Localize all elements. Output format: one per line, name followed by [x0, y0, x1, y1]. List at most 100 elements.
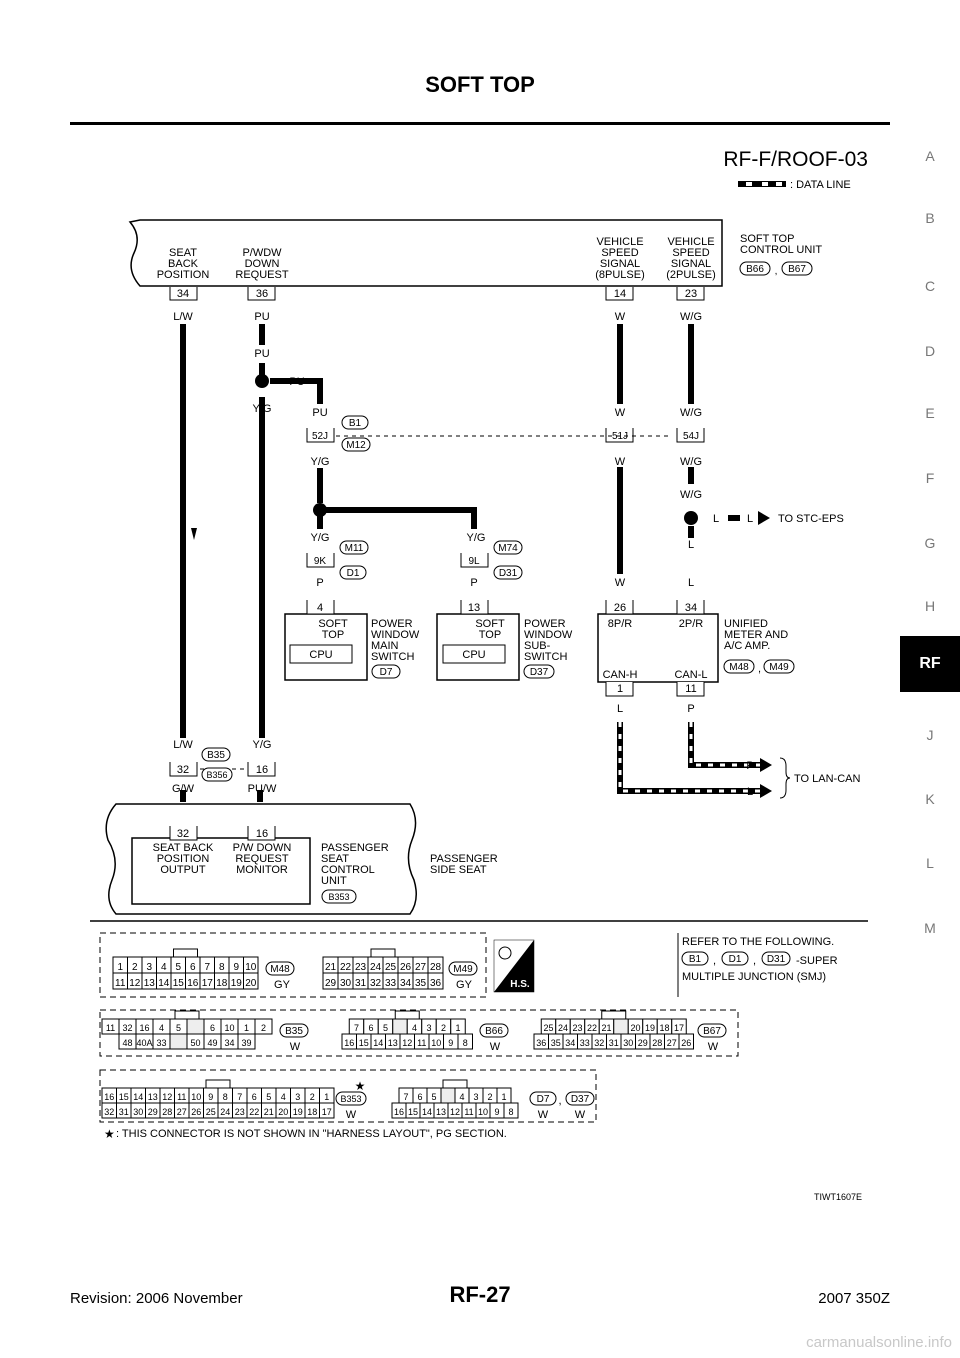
- pin-number: 6: [368, 1023, 373, 1033]
- pin-cell: [254, 1018, 273, 1035]
- pin-number: 3: [473, 1092, 478, 1102]
- pin-number: 24: [370, 962, 382, 973]
- pin-cell: [237, 1033, 256, 1050]
- pin-number: 19: [231, 978, 243, 989]
- tab-h[interactable]: H: [924, 598, 936, 614]
- conn-b67-ref: B67: [788, 264, 806, 275]
- connector-latch: [601, 1010, 627, 1020]
- pin-cell: [392, 1018, 408, 1035]
- header-rule: [70, 122, 890, 125]
- term-36-label-2: DOWN: [245, 258, 280, 270]
- psu-monitor-3: MONITOR: [236, 864, 288, 876]
- pin-number: 12: [402, 1038, 412, 1048]
- power-window-main-switch: 4 SOFT TOP CPU POWER WINDOW MAIN SWITCH …: [284, 600, 420, 681]
- pin-number: 32: [370, 978, 382, 989]
- pin-number: 8: [463, 1038, 468, 1048]
- d37-color: W: [575, 1109, 586, 1121]
- sub-switch-n2: WINDOW: [524, 629, 573, 641]
- pin-number: 29: [148, 1107, 158, 1117]
- tab-e[interactable]: E: [925, 405, 935, 421]
- passenger-seat-control-unit: 32 16 SEAT BACK POSITION OUTPUT P/W DOWN…: [105, 803, 498, 915]
- connector-latch: [174, 1010, 200, 1020]
- pin-number: 15: [359, 1038, 369, 1048]
- pin-number: 16: [394, 1107, 404, 1117]
- pin-number: 26: [681, 1038, 691, 1048]
- pin-number: 33: [580, 1038, 590, 1048]
- conn-b66-ref: B66: [746, 264, 764, 275]
- tab-b[interactable]: B: [925, 210, 935, 226]
- pin-number: 17: [202, 978, 214, 989]
- control-unit-name-1: SOFT TOP: [740, 233, 794, 245]
- tab-m[interactable]: M: [924, 920, 936, 936]
- psu-pin-16: 16: [256, 828, 268, 840]
- psu-output-2: POSITION: [157, 853, 210, 865]
- psu-conn-b353: B353: [328, 892, 349, 902]
- b35-pin-16: 16: [256, 764, 268, 776]
- pin-number: 2: [441, 1023, 446, 1033]
- wire-wg-3: W/G: [680, 456, 702, 468]
- psu-pin-32: 32: [177, 828, 189, 840]
- sub-switch-l1: SOFT: [475, 618, 505, 630]
- pin-number: 4: [159, 1023, 164, 1033]
- connector-latch: [173, 948, 198, 958]
- pin-number: 4: [412, 1023, 417, 1033]
- wire-pu-3: PU: [312, 407, 327, 419]
- pin-cell: [613, 1018, 629, 1035]
- pin-number: 4: [459, 1092, 464, 1102]
- wire-p-lan: P: [746, 760, 753, 772]
- to-stc-eps: TO STC-EPS: [778, 513, 844, 525]
- sub-switch-cpu: CPU: [462, 649, 485, 661]
- b66-color: W: [490, 1041, 501, 1053]
- wire-w-4: W: [615, 577, 626, 589]
- pin-number: 9: [208, 1092, 213, 1102]
- unified-meter-ac-amp: 26 34 1 11 8P/R 2P/R CAN-H CAN-L UNIFIED…: [597, 600, 795, 697]
- pin-number: 15: [119, 1092, 129, 1102]
- wire-yg-4: Y/G: [467, 532, 486, 544]
- pin-number: 49: [207, 1038, 217, 1048]
- conn-m12: M12: [346, 440, 366, 451]
- term-14-label-4: (8PULSE): [595, 269, 645, 281]
- tab-k[interactable]: K: [925, 791, 935, 807]
- pin-number: 21: [325, 962, 337, 973]
- pin-number: 1: [117, 962, 123, 973]
- m49-color: GY: [456, 979, 473, 991]
- lan-brace: [779, 757, 791, 799]
- b353-star: ★: [355, 1079, 366, 1093]
- tab-g[interactable]: G: [924, 535, 936, 551]
- connector-latch: [442, 1079, 468, 1089]
- term-36-label-1: P/WDW: [242, 247, 282, 259]
- pin-number: 29: [325, 978, 337, 989]
- b35-label: B35: [285, 1026, 303, 1037]
- tab-a[interactable]: A: [925, 148, 935, 164]
- tab-j[interactable]: J: [926, 727, 934, 743]
- tab-d[interactable]: D: [924, 343, 936, 359]
- pin-number: 35: [551, 1038, 561, 1048]
- pin-number: 34: [224, 1038, 234, 1048]
- footnote-text: : THIS CONNECTOR IS NOT SHOWN IN "HARNES…: [116, 1128, 507, 1140]
- pin-number: 25: [385, 962, 397, 973]
- pin-number: 13: [148, 1092, 158, 1102]
- pin-number: 16: [344, 1038, 354, 1048]
- pin-number: 4: [161, 962, 167, 973]
- wires: [180, 324, 740, 802]
- pin-number: 19: [293, 1107, 303, 1117]
- tab-l[interactable]: L: [926, 855, 934, 871]
- meter-can-h: CAN-H: [603, 669, 638, 681]
- wire-yg-1: Y/G: [253, 403, 272, 415]
- pin-cell: [319, 1102, 335, 1119]
- junction-52j: 52J: [312, 431, 328, 442]
- pin-number: 31: [609, 1038, 619, 1048]
- pin-number: 34: [565, 1038, 575, 1048]
- meter-pin-34: 34: [685, 602, 697, 614]
- tab-c[interactable]: C: [924, 278, 936, 294]
- tab-f[interactable]: F: [925, 470, 935, 486]
- junction-51j: 51J: [612, 431, 628, 442]
- pin-number: 1: [455, 1023, 460, 1033]
- term-23-label-2: SPEED: [672, 247, 709, 259]
- term-36-label-3: REQUEST: [235, 269, 288, 281]
- pin-number: 29: [638, 1038, 648, 1048]
- main-switch-n2: WINDOW: [371, 629, 420, 641]
- pin-number: 35: [415, 978, 427, 989]
- tab-rf-active[interactable]: RF: [900, 636, 960, 692]
